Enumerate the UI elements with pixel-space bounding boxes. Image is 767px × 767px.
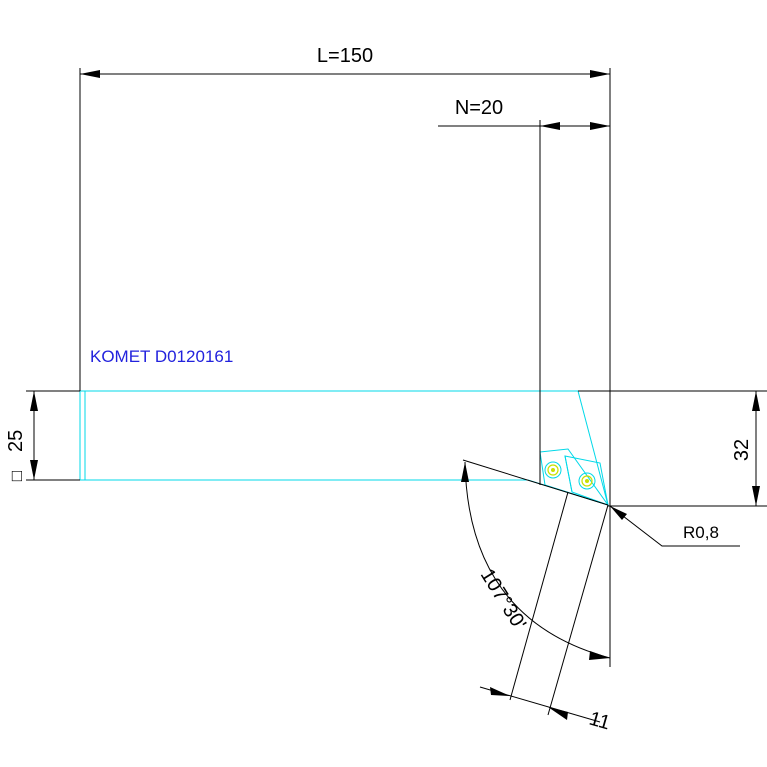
dimension-approach-angle: 107°30' <box>461 459 611 660</box>
dimension-length: L=150 <box>79 45 611 667</box>
leader-line-radius <box>609 505 740 547</box>
arrow-right <box>590 70 610 78</box>
shank-section-label: 25 <box>5 430 27 452</box>
arrow-nose-right <box>590 122 610 130</box>
dimension-shank-section: 25 □ <box>5 390 80 481</box>
arrow-height-bottom <box>752 486 760 506</box>
arrow-radius <box>610 506 627 520</box>
insert-width-label: 11 <box>587 708 613 735</box>
arrow-angle-bottom <box>589 651 610 660</box>
length-label: L=150 <box>317 45 373 67</box>
cutting-height-label: 32 <box>731 439 753 461</box>
insert-screw-2 <box>578 472 596 490</box>
angle-arc <box>464 461 611 659</box>
extension-line-width-1 <box>509 491 569 701</box>
arrow-left <box>80 70 100 78</box>
nose-length-label: N=20 <box>455 97 503 119</box>
part-designation: KOMET D0120161 <box>90 347 233 366</box>
arrow-width-right <box>548 707 568 720</box>
leader-nose-radius: R0,8 <box>609 505 740 547</box>
arrow-shank-bottom <box>30 460 38 480</box>
nose-radius-label: R0,8 <box>683 523 719 542</box>
dimension-cutting-height: 32 <box>578 390 767 507</box>
head-front-flank <box>577 390 609 506</box>
arrow-angle-top <box>461 462 469 482</box>
approach-angle-label: 107°30' <box>476 565 530 634</box>
extension-line-width-2 <box>547 504 609 716</box>
dimension-nose-length: N=20 <box>438 97 610 485</box>
arrow-nose-left <box>540 122 560 130</box>
tool-outline <box>79 390 610 506</box>
arrow-height-top <box>752 391 760 411</box>
square-section-symbol: □ <box>7 471 26 481</box>
insert-divider <box>564 455 573 493</box>
angle-extension-line <box>462 459 609 506</box>
arrow-width-left <box>490 687 510 696</box>
insert-screw-1 <box>544 461 562 479</box>
arrow-shank-top <box>30 391 38 411</box>
